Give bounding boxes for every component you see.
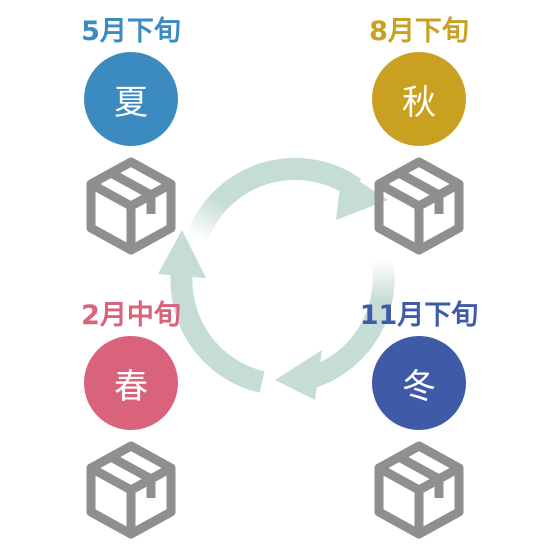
package-box-icon (374, 157, 464, 255)
season-date: 5月下旬 (81, 16, 181, 47)
package-box-icon (374, 441, 464, 539)
package-box-icon (86, 441, 176, 539)
season-circle: 秋 (372, 52, 466, 146)
season-date: 8月下旬 (369, 16, 469, 47)
cycle-arrow-bottom-right (275, 258, 395, 400)
season-spring: 2月中旬 春 (66, 300, 196, 540)
season-circle: 冬 (372, 336, 466, 430)
season-date: 2月中旬 (81, 300, 181, 331)
season-circle: 春 (84, 336, 178, 430)
season-summer: 5月下旬 夏 (66, 16, 196, 256)
season-name: 冬 (402, 366, 436, 407)
season-autumn: 8月下旬 秋 (354, 16, 484, 256)
season-winter: 11月下旬 冬 (354, 300, 484, 540)
season-name: 夏 (114, 82, 148, 123)
season-name: 秋 (402, 82, 436, 123)
cycle-arrow-top (186, 157, 388, 242)
season-name: 春 (114, 366, 148, 407)
cycle-arrows-icon (158, 157, 395, 400)
season-date: 11月下旬 (359, 300, 479, 331)
cycle-arrow-left (158, 230, 265, 393)
season-circle: 夏 (84, 52, 178, 146)
package-box-icon (86, 157, 176, 255)
